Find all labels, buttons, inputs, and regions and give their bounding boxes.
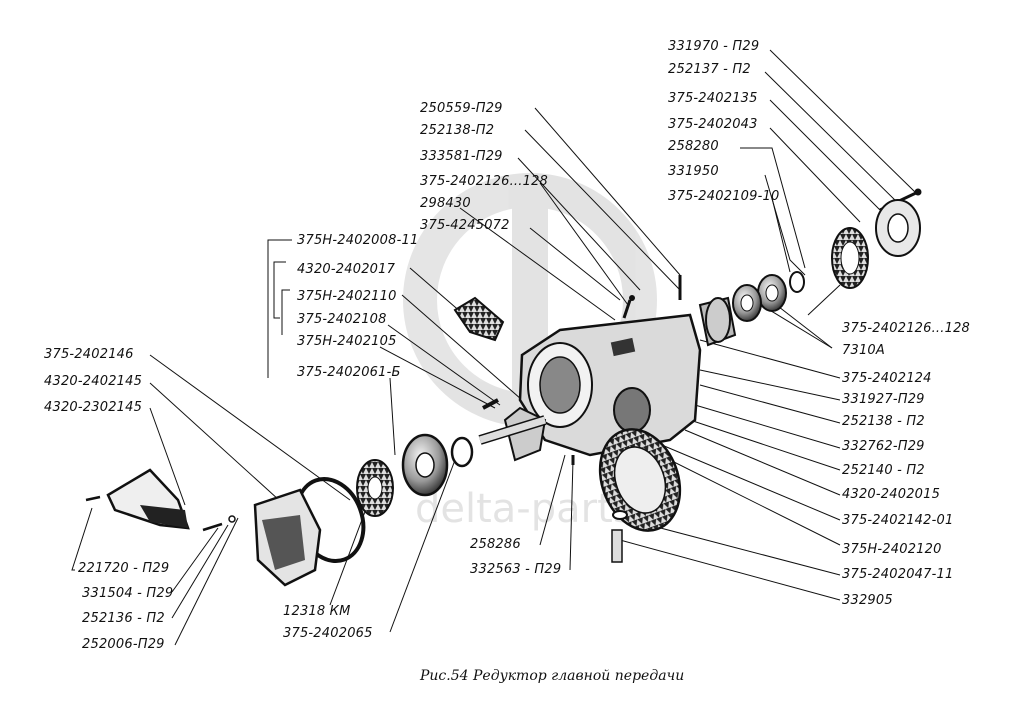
- label-375-2402142: 375-2402142-01: [842, 513, 954, 528]
- label-252138-top: 252138-П2: [420, 123, 495, 138]
- gear-375-2402061: [356, 459, 394, 517]
- label-252140: 252140 - П2: [842, 463, 925, 478]
- label-4320-2302145: 4320-2302145: [44, 400, 143, 415]
- label-375H-2402110: 375Н-2402110: [297, 289, 397, 304]
- label-4320-2402145: 4320-2402145: [44, 374, 143, 389]
- key-375-2402110: [482, 398, 499, 410]
- nut-375-2402109: [789, 271, 805, 293]
- washer-12318KM: [450, 436, 474, 468]
- label-258280: 258280: [668, 139, 719, 154]
- label-331970: 331970 - П29: [668, 39, 760, 54]
- label-332563: 332563 - П29: [470, 562, 562, 577]
- label-250559: 250559-П29: [420, 101, 503, 116]
- plug-375-4245072: [622, 295, 635, 319]
- label-375H-2402105: 375Н-2402105: [297, 334, 397, 349]
- label-375-2402109: 375-2402109-10: [668, 189, 780, 204]
- bolt-332905: [611, 510, 628, 563]
- label-331504: 331504 - П29: [82, 586, 174, 601]
- label-375H-2402008: 375Н-2402008-11: [297, 233, 419, 248]
- label-375-2402146: 375-2402146: [44, 347, 134, 362]
- label-221720: 221720 - П29: [78, 561, 170, 576]
- bearing-7310A: [732, 274, 787, 322]
- label-333581: 333581-П29: [420, 149, 503, 164]
- label-331950: 331950: [668, 164, 719, 179]
- label-375-2402124: 375-2402124: [842, 371, 932, 386]
- label-375-2402126-right: 375-2402126...128: [842, 321, 971, 336]
- figure-caption: Рис.54 Редуктор главной передачи: [420, 668, 685, 684]
- pinion-shaft-4320-2402017: [453, 296, 547, 462]
- label-258286: 258286: [470, 537, 521, 552]
- label-252136: 252136 - П2: [82, 611, 165, 626]
- label-332762: 332762-П29: [842, 439, 925, 454]
- label-375H-2402120: 375Н-2402120: [842, 542, 942, 557]
- label-375-2402043: 375-2402043: [668, 117, 758, 132]
- label-375-2402135: 375-2402135: [668, 91, 758, 106]
- label-252137: 252137 - П2: [668, 62, 751, 77]
- watermark-text: delta-parts: [415, 486, 634, 532]
- screws-small: [85, 495, 236, 532]
- label-375-2402061: 375-2402061-Б: [297, 365, 401, 380]
- cover-4320-2402145: [253, 488, 322, 587]
- label-331927: 331927-П29: [842, 392, 925, 407]
- label-375-2402065: 375-2402065: [283, 626, 373, 641]
- label-375-2402108: 375-2402108: [297, 312, 387, 327]
- leader-lines: [71, 49, 916, 646]
- label-12318KM: 12318 КМ: [283, 604, 351, 619]
- label-4320-2402015: 4320-2402015: [842, 487, 941, 502]
- label-7310A: 7310А: [842, 343, 885, 358]
- cup-375-2402124: [698, 296, 737, 347]
- label-4320-2402017: 4320-2402017: [297, 262, 396, 277]
- label-332905: 332905: [842, 593, 893, 608]
- label-252006: 252006-П29: [82, 637, 165, 652]
- bearing-375-2402065: [401, 433, 449, 497]
- cover-4320-2302145: [106, 468, 190, 530]
- bearing-cover-375-2402043: [875, 199, 921, 257]
- label-375-2402047: 375-2402047-11: [842, 567, 954, 582]
- label-298430: 298430: [420, 196, 471, 211]
- shims-375-2402126: [831, 227, 869, 289]
- label-375-2402126-top: 375-2402126...128: [420, 174, 549, 189]
- ring-gear-375-2402120: [598, 428, 682, 532]
- housing-375-2402015: [518, 313, 702, 457]
- label-375-4245072: 375-4245072: [420, 218, 510, 233]
- label-252138-right: 252138 - П2: [842, 414, 925, 429]
